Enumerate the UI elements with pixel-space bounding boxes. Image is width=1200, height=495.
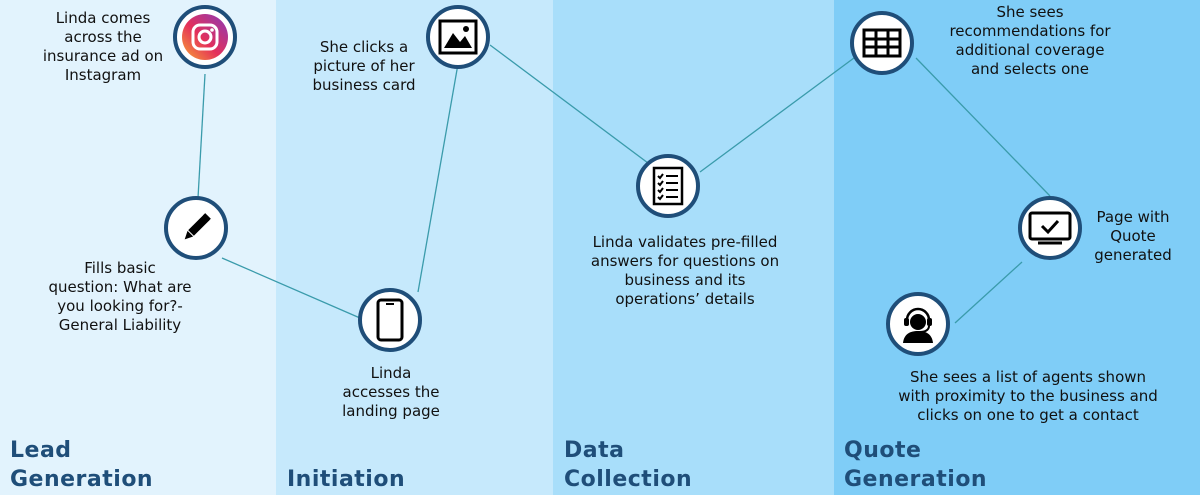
connector-line — [417, 63, 459, 293]
stage-band-initiation — [276, 0, 553, 495]
landing-page-node — [358, 288, 422, 352]
business-card-picture-node — [426, 5, 490, 69]
recommendations-node — [850, 11, 914, 75]
stage-band-lead-generation — [0, 0, 276, 495]
pencil-icon — [184, 213, 211, 240]
stage-band-data-collection — [553, 0, 834, 495]
instagram-node — [173, 5, 237, 69]
connector-line — [221, 257, 361, 319]
step-label-agents-list: She sees a list of agents shown with pro… — [898, 368, 1158, 424]
validate-answers-node — [636, 154, 700, 218]
step-label-instagram: Linda comes across the insurance ad on I… — [42, 9, 164, 84]
checklist-icon — [652, 166, 684, 206]
step-label-fills-question: Fills basic question: What are you looki… — [48, 259, 192, 334]
monitor-check-icon — [1028, 211, 1072, 245]
stage-title-quote-generation: Quote Generation — [844, 438, 988, 492]
connector-line — [915, 57, 1051, 197]
step-label-quote-generated: Page with Quote generated — [1094, 208, 1172, 264]
step-label-validate-answers: Linda validates pre-filled answers for q… — [590, 233, 780, 308]
step-label-business-card: She clicks a picture of her business car… — [312, 38, 416, 94]
smartphone-icon — [376, 298, 404, 342]
table-grid-icon — [862, 28, 902, 58]
step-label-recommendations: She sees recommendations for additional … — [949, 3, 1111, 78]
quote-generated-node — [1018, 196, 1082, 260]
fills-question-node — [164, 196, 228, 260]
stage-title-data-collection: Data Collection — [564, 438, 693, 492]
connector-line — [489, 44, 649, 164]
stage-title-initiation: Initiation — [287, 467, 406, 492]
agents-list-node — [886, 292, 950, 356]
image-icon — [438, 19, 478, 55]
support-agent-icon — [903, 307, 933, 343]
stage-title-lead-generation: Lead Generation — [10, 438, 154, 492]
connector-line — [954, 261, 1023, 324]
connector-line — [197, 73, 206, 199]
connector-line — [699, 54, 859, 173]
step-label-landing-page: Linda accesses the landing page — [342, 364, 440, 420]
stage-band-quote-generation — [834, 0, 1200, 495]
instagram-icon — [182, 14, 228, 60]
